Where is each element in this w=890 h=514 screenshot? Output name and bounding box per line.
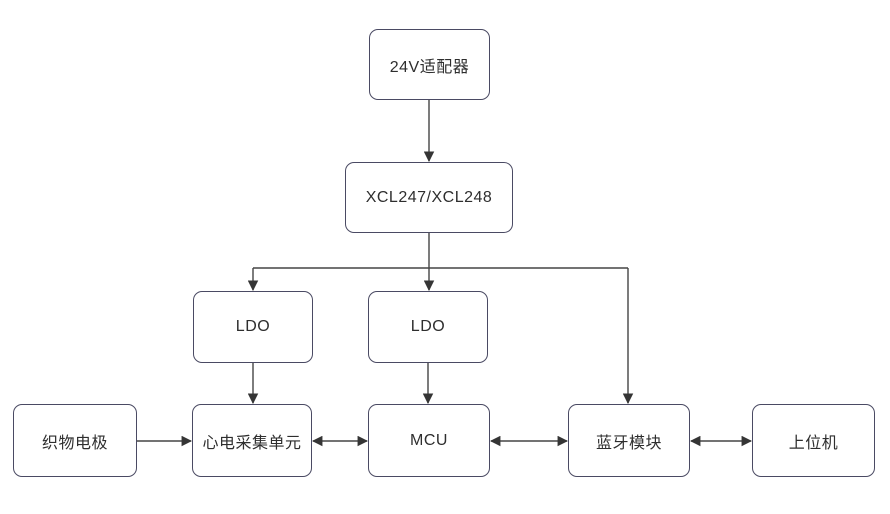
node-bluetooth-module: 蓝牙模块 [568,404,690,477]
node-ldo-left: LDO [193,291,313,363]
node-xcl247-xcl248: XCL247/XCL248 [345,162,513,233]
node-fabric-electrode: 织物电极 [13,404,137,477]
node-label: LDO [235,318,271,335]
node-label: 24V适配器 [389,58,470,76]
node-label: 蓝牙模块 [595,434,662,452]
node-host-computer: 上位机 [752,404,875,477]
node-ecg-acquisition-unit: 心电采集单元 [192,404,312,477]
node-label: XCL247/XCL248 [365,188,493,206]
node-label: 织物电极 [41,434,108,452]
node-24v-adapter: 24V适配器 [369,29,490,100]
node-ldo-right: LDO [368,291,488,363]
node-label: LDO [410,318,446,335]
node-label: 上位机 [788,434,839,452]
node-label: 心电采集单元 [202,434,302,452]
node-mcu: MCU [368,404,490,477]
node-label: MCU [410,431,448,449]
